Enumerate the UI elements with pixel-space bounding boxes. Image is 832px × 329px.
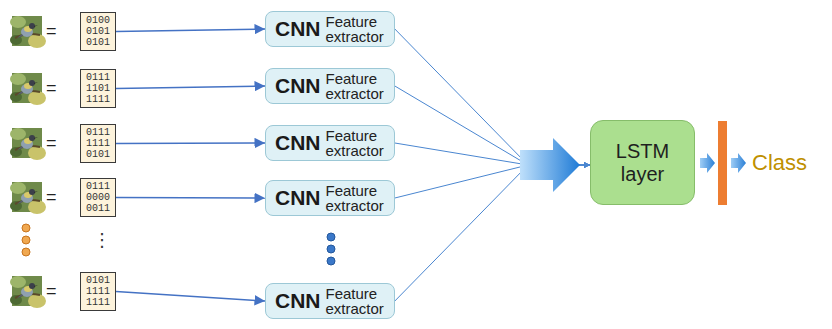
connector-arrow xyxy=(395,165,590,301)
bit-matrix: 0111 0000 0011 xyxy=(80,178,116,217)
cnn-subtitle: Feature extractor xyxy=(326,14,384,44)
connector-arrow xyxy=(116,29,265,32)
bit-matrix: 0111 1101 1111 xyxy=(80,69,116,108)
bit-values: 0111 1101 1111 xyxy=(86,72,110,105)
bit-matrix: 0101 1111 1111 xyxy=(80,272,116,311)
equals-sign: = xyxy=(46,187,57,208)
cnn-box: CNNFeature extractor xyxy=(265,180,395,216)
connector-arrow xyxy=(116,142,265,144)
cnn-box: CNNFeature extractor xyxy=(265,11,395,47)
bit-values: 0100 0101 0101 xyxy=(86,15,110,48)
block-arrow xyxy=(520,138,580,192)
cnn-title: CNN xyxy=(275,131,321,155)
image-thumbnail xyxy=(10,128,46,160)
image-thumbnail xyxy=(10,276,46,308)
equals-sign: = xyxy=(46,78,57,99)
bit-matrix: 0100 0101 0101 xyxy=(80,12,116,51)
output-bar xyxy=(718,121,727,205)
cnn-box: CNNFeature extractor xyxy=(265,68,395,104)
bit-values: 0101 1111 1111 xyxy=(86,275,110,308)
connector-arrow xyxy=(116,197,265,199)
connector-arrow xyxy=(116,86,265,89)
image-thumbnail xyxy=(10,182,46,214)
cnn-subtitle: Feature extractor xyxy=(326,286,384,316)
connector-arrow xyxy=(395,29,590,165)
bit-matrix: 0111 1111 0101 xyxy=(80,124,116,163)
ellipsis-dots xyxy=(327,233,335,265)
block-arrow xyxy=(731,153,746,173)
ellipsis-mark: ⋮ xyxy=(93,229,111,251)
cnn-subtitle: Feature extractor xyxy=(326,128,384,158)
cnn-box: CNNFeature extractor xyxy=(265,283,395,319)
cnn-box: CNNFeature extractor xyxy=(265,125,395,161)
cnn-title: CNN xyxy=(275,74,321,98)
cnn-subtitle: Feature extractor xyxy=(326,71,384,101)
bit-values: 0111 0000 0011 xyxy=(86,181,110,214)
image-thumbnail xyxy=(10,73,46,105)
lstm-title: LSTM layer xyxy=(616,140,669,186)
block-arrow xyxy=(700,153,715,173)
output-label: Class xyxy=(752,150,807,176)
equals-sign: = xyxy=(46,133,57,154)
ellipsis-dots xyxy=(22,224,30,256)
cnn-title: CNN xyxy=(275,186,321,210)
connector-arrow xyxy=(116,292,265,302)
equals-sign: = xyxy=(46,21,57,42)
bit-values: 0111 1111 0101 xyxy=(86,127,110,160)
equals-sign: = xyxy=(46,281,57,302)
cnn-subtitle: Feature extractor xyxy=(326,183,384,213)
cnn-title: CNN xyxy=(275,289,321,313)
cnn-title: CNN xyxy=(275,17,321,41)
lstm-box: LSTM layer xyxy=(590,120,695,205)
image-thumbnail xyxy=(10,16,46,48)
